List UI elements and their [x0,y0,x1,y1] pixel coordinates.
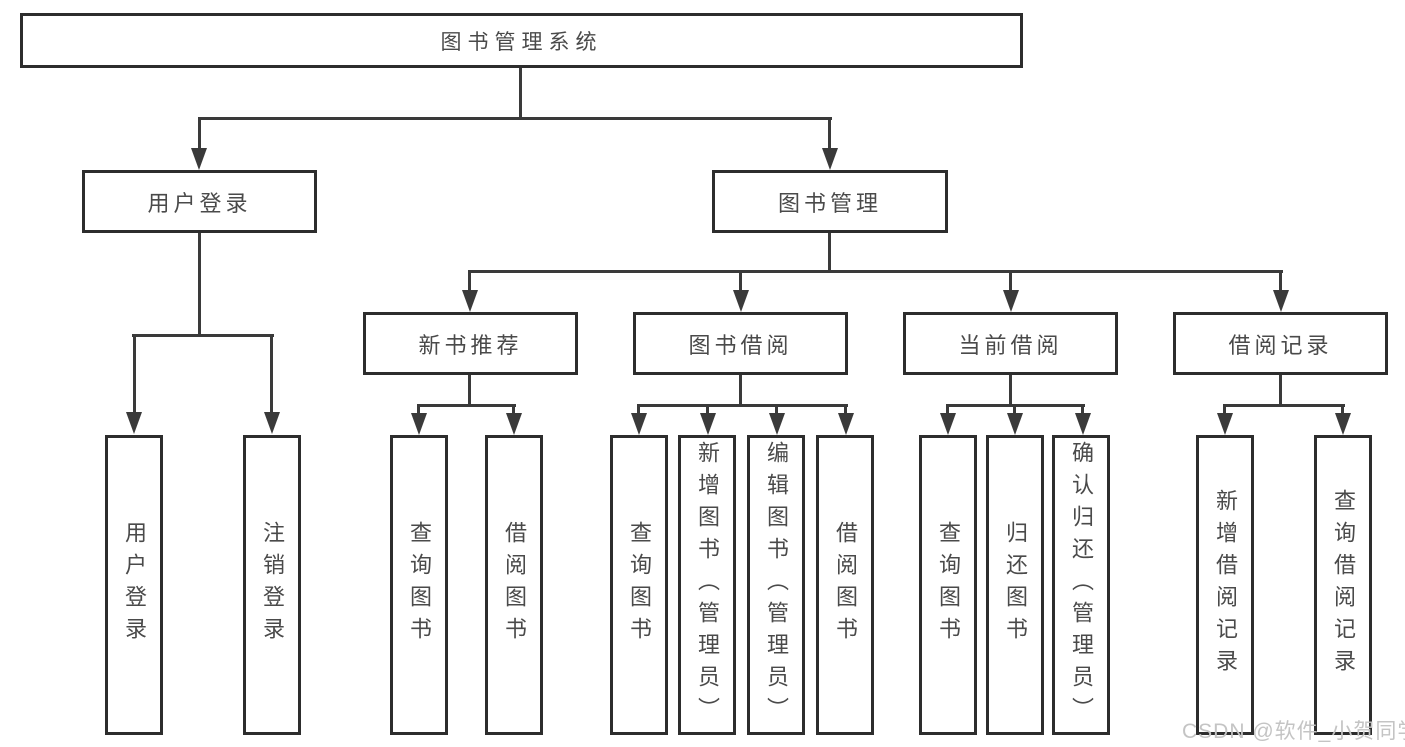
arrowhead-icon [733,290,749,312]
node-root-label: 图书管理系统 [440,30,603,54]
connector-root-bar [198,117,832,120]
node-root: 图书管理系统 [20,13,1023,68]
node-leaf-query-borrow-record-label: 查询借阅记录 [1331,489,1356,681]
node-leaf-query-book-c-label: 查询图书 [936,521,961,649]
connector-to-leaf-borrow-book-a [512,404,515,416]
connector-to-leaf-query-book-c [946,404,949,416]
node-user-login-label: 用户登录 [147,190,252,216]
arrowhead-icon [1335,413,1351,435]
arrowhead-icon [1007,413,1023,435]
arrowhead-icon [1075,413,1091,435]
node-current-borrow: 当前借阅 [903,312,1118,375]
connector-user-login-bar [132,334,274,337]
connector-to-new-book-recommend [468,270,471,292]
node-leaf-edit-book: 编辑图书（管理员） [747,435,805,735]
node-current-borrow-label: 当前借阅 [958,332,1063,358]
connector-book-borrow-trunk [739,375,742,406]
connector-book-management-bar [468,270,1283,273]
connector-book-management-trunk [828,233,831,273]
connector-to-leaf-return-book [1013,404,1016,416]
node-leaf-query-book-b-label: 查询图书 [627,521,652,649]
arrowhead-icon [940,413,956,435]
arrowhead-icon [191,148,207,170]
arrowhead-icon [1273,290,1289,312]
watermark: CSDN @软件_小贺同学 [1182,720,1405,743]
node-leaf-logout-label: 注销登录 [260,521,285,649]
node-leaf-borrow-book-b: 借阅图书 [816,435,874,735]
node-leaf-query-borrow-record: 查询借阅记录 [1314,435,1372,735]
connector-borrow-record-trunk [1279,375,1282,406]
arrowhead-icon [126,412,142,434]
connector-to-leaf-user-login [133,334,136,414]
connector-to-current-borrow [1009,270,1012,292]
node-leaf-return-book-label: 归还图书 [1003,521,1028,649]
node-leaf-logout: 注销登录 [243,435,301,735]
node-leaf-add-book-label: 新增图书（管理员） [695,441,720,729]
connector-to-leaf-edit-book [775,404,778,416]
node-leaf-return-book: 归还图书 [986,435,1044,735]
node-leaf-confirm-return: 确认归还（管理员） [1052,435,1110,735]
connector-current-borrow-trunk [1009,375,1012,406]
connector-root-to-user-login [198,117,201,150]
node-book-management: 图书管理 [712,170,948,233]
arrowhead-icon [411,413,427,435]
node-leaf-confirm-return-label: 确认归还（管理员） [1069,441,1094,729]
connector-user-login-trunk [198,233,201,336]
node-leaf-user-login: 用户登录 [105,435,163,735]
node-leaf-user-login-label: 用户登录 [122,521,147,649]
connector-new-book-recommend-bar [417,404,516,407]
node-leaf-borrow-book-a-label: 借阅图书 [502,521,527,649]
node-leaf-add-borrow-record: 新增借阅记录 [1196,435,1254,735]
arrowhead-icon [700,413,716,435]
connector-to-leaf-query-book-b [637,404,640,416]
node-leaf-borrow-book-a: 借阅图书 [485,435,543,735]
connector-book-borrow-bar [637,404,848,407]
connector-to-leaf-query-borrow-record [1341,404,1344,416]
connector-new-book-recommend-trunk [468,375,471,406]
node-new-book-recommend: 新书推荐 [363,312,578,375]
connector-to-leaf-confirm-return [1081,404,1084,416]
connector-to-leaf-add-book [706,404,709,416]
node-leaf-edit-book-label: 编辑图书（管理员） [764,441,789,729]
arrowhead-icon [769,413,785,435]
node-book-borrow: 图书借阅 [633,312,848,375]
node-leaf-add-borrow-record-label: 新增借阅记录 [1213,489,1238,681]
arrowhead-icon [838,413,854,435]
node-user-login: 用户登录 [82,170,317,233]
connector-to-leaf-logout [270,334,273,414]
node-leaf-borrow-book-b-label: 借阅图书 [833,521,858,649]
node-book-management-label: 图书管理 [777,190,882,216]
node-leaf-query-book-a: 查询图书 [390,435,448,735]
arrowhead-icon [631,413,647,435]
arrowhead-icon [506,413,522,435]
arrowhead-icon [1217,413,1233,435]
arrowhead-icon [822,148,838,170]
connector-to-leaf-add-borrow-record [1223,404,1226,416]
connector-to-borrow-record [1279,270,1282,292]
node-book-borrow-label: 图书借阅 [688,332,793,358]
arrowhead-icon [264,412,280,434]
node-leaf-query-book-b: 查询图书 [610,435,668,735]
arrowhead-icon [462,290,478,312]
node-leaf-query-book-a-label: 查询图书 [407,521,432,649]
arrowhead-icon [1003,290,1019,312]
node-new-book-recommend-label: 新书推荐 [418,332,523,358]
connector-root-to-book-management [828,117,831,150]
connector-to-leaf-borrow-book-b [844,404,847,416]
node-leaf-add-book: 新增图书（管理员） [678,435,736,735]
connector-to-leaf-query-book-a [417,404,420,416]
node-leaf-query-book-c: 查询图书 [919,435,977,735]
connector-root-trunk [519,68,522,118]
node-borrow-record: 借阅记录 [1173,312,1388,375]
connector-borrow-record-bar [1223,404,1345,407]
node-borrow-record-label: 借阅记录 [1228,332,1333,358]
connector-to-book-borrow [739,270,742,292]
